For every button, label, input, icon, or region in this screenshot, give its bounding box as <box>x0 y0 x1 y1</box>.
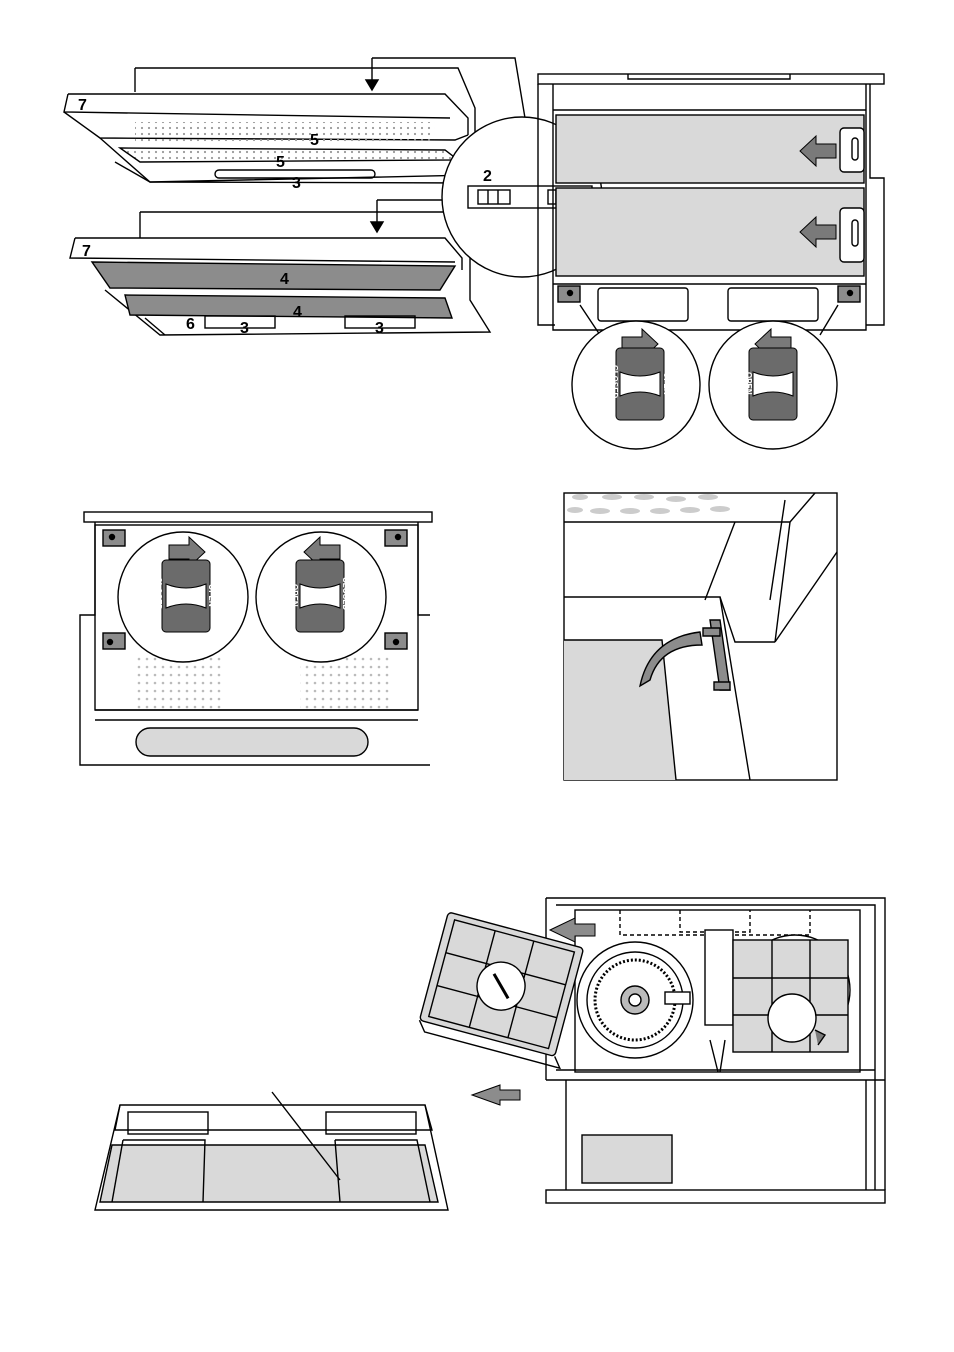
label-handle-left: 3 <box>240 320 249 337</box>
figure-carbon-filter-install <box>418 897 886 1204</box>
fig3-lock-switch-left-icon <box>161 559 211 633</box>
label-hood-top: 7 <box>78 97 87 114</box>
handle-left <box>204 315 276 329</box>
figure-hinge-detail <box>563 492 838 781</box>
fig2-right-open: OPEN <box>744 372 753 395</box>
handle-right <box>344 315 416 329</box>
fig2-left-closed: CLOSED <box>610 365 619 399</box>
figure-hood-underside-locks <box>79 511 433 766</box>
label-grease-filter-b: 5 <box>276 154 285 171</box>
fan-housing <box>576 941 694 1059</box>
grease-filter-mesh-lower <box>117 147 461 163</box>
figure-filter-mat <box>94 1091 449 1211</box>
figure-hood-front-view <box>537 73 885 450</box>
handle-top <box>214 169 376 179</box>
label-mat-a: 4 <box>280 271 289 288</box>
hood-with-filter-mats <box>69 199 492 336</box>
figure-hood-filters <box>63 57 603 336</box>
fig3-lock-labels: CLOSED OPEN CLOSED OPEN <box>154 577 350 611</box>
fig3-left-open: OPEN <box>207 584 216 607</box>
grease-filter-mesh-upper <box>135 122 435 144</box>
grey-filter-mat <box>99 1144 439 1203</box>
fig2-lock-labels: CLOSED OPEN CLOSED OPEN <box>610 365 807 400</box>
fig3-lock-switch-right-icon <box>295 559 345 633</box>
handle-bar <box>135 727 369 757</box>
fig3-left-closed: CLOSED <box>154 577 163 611</box>
fig2-right-closed: CLOSED <box>798 366 807 400</box>
rotate-arrow-icon <box>638 631 703 688</box>
insert-arrow-upper-icon <box>548 917 596 943</box>
label-plate <box>581 1134 673 1184</box>
fig2-left-open: OPEN <box>662 372 671 395</box>
label-mat-b: 4 <box>293 304 302 321</box>
lock-switch-left-icon <box>615 347 665 421</box>
carbon-filter-installed <box>732 934 851 1053</box>
filter-mat-lower <box>124 294 453 319</box>
fig3-right-closed: CLOSED <box>341 577 350 611</box>
fig3-right-open: OPEN <box>290 584 299 607</box>
pointer-line <box>271 1091 341 1181</box>
label-hood-bottom: 7 <box>82 243 91 260</box>
label-handle-top: 3 <box>292 175 301 192</box>
label-grease-filter-a: 5 <box>310 132 319 149</box>
ventilation-holes <box>567 494 730 514</box>
label-handle-right: 3 <box>375 320 384 337</box>
filter-mat-upper <box>90 261 457 291</box>
label-slot-left: 2 <box>483 168 492 185</box>
label-knob: 6 <box>186 316 195 333</box>
lock-switch-right-icon <box>748 347 798 421</box>
insert-arrow-lower-icon <box>470 1084 521 1106</box>
carbon-filter-loose <box>418 912 584 1070</box>
